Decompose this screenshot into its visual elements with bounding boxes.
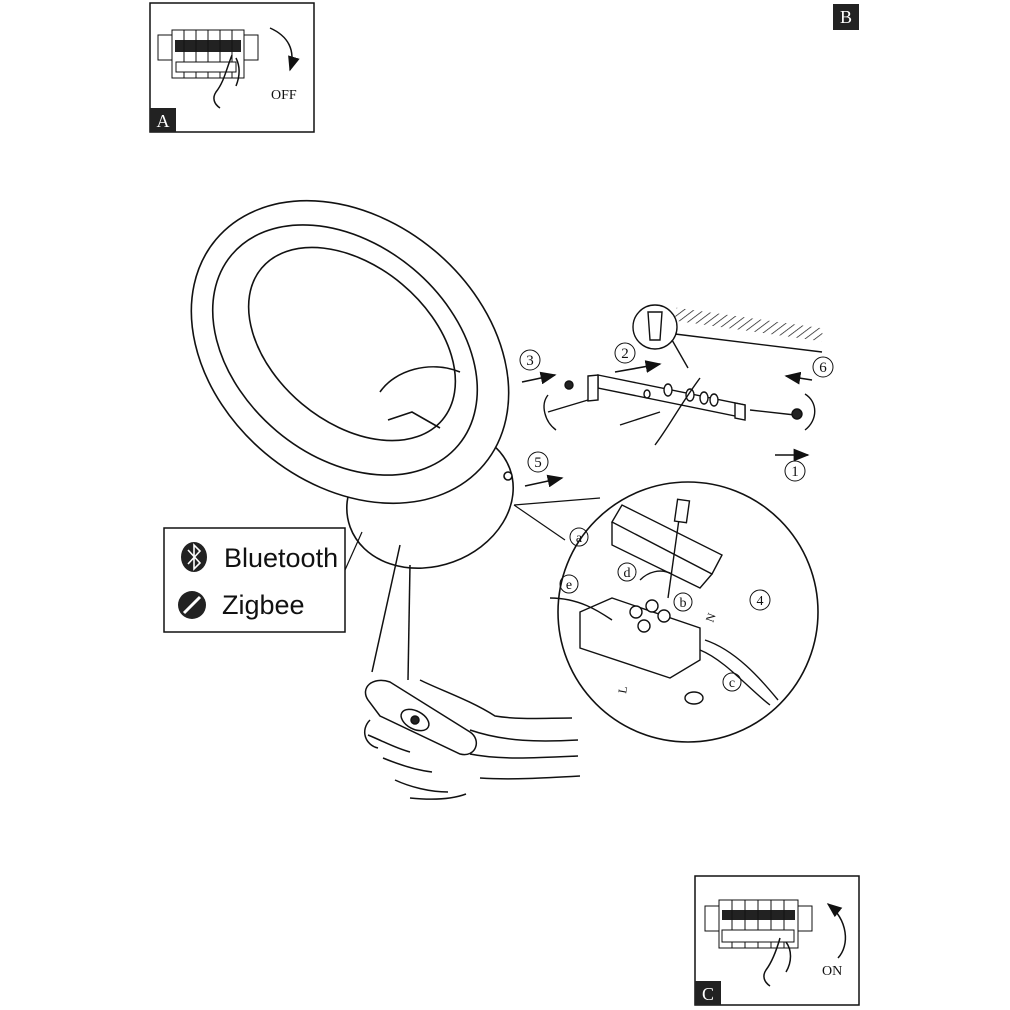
breaker-icon	[704, 899, 813, 949]
step-1-label: 1	[791, 464, 799, 480]
step-6-label: 6	[819, 360, 827, 376]
panel-c-letter: C	[702, 984, 714, 1004]
detail-label-c: c	[729, 676, 735, 691]
detail-circle	[557, 481, 819, 743]
wiring-detail: a b c d e 4 N L	[513, 481, 819, 743]
bluetooth-icon	[181, 542, 207, 572]
switch-up-arrow-icon	[826, 903, 847, 959]
lamp-inner-opening	[247, 246, 457, 442]
step-3-label: 3	[526, 353, 534, 369]
switch-down-arrow-icon	[269, 27, 300, 72]
detail-label-a: a	[576, 531, 583, 546]
step-arrows	[521, 360, 813, 488]
detail-label-d: d	[624, 566, 631, 581]
bluetooth-label: Bluetooth	[224, 543, 338, 573]
zigbee-label: Zigbee	[222, 590, 305, 620]
hand-icon	[213, 54, 240, 109]
panel-b-letter: B	[840, 7, 852, 27]
panel-a-letter: A	[157, 111, 170, 131]
terminal-cover	[611, 504, 723, 575]
detail-label-b: b	[680, 596, 687, 611]
connectivity-legend: Bluetooth Zigbee	[163, 527, 363, 633]
detail-label-l: L	[615, 685, 630, 695]
hand-icon	[763, 937, 792, 987]
step-2-label: 2	[621, 346, 629, 362]
step-5-label: 5	[534, 455, 542, 471]
wall-lamp	[190, 199, 514, 570]
panel-b-marker: B	[833, 4, 859, 30]
off-caption: OFF	[271, 88, 297, 103]
zigbee-icon	[178, 591, 206, 619]
panel-c-breaker-on: ON C	[694, 875, 860, 1006]
detail-label-e: e	[566, 578, 572, 593]
base-screw-hole	[503, 471, 513, 481]
breaker-icon	[157, 29, 259, 79]
panel-a-breaker-off: OFF A	[149, 2, 315, 133]
step-4-label: 4	[757, 594, 764, 609]
mounting-bracket	[543, 304, 824, 446]
screwdriver	[667, 511, 681, 599]
on-caption: ON	[822, 964, 842, 979]
remote-control-hand	[363, 544, 581, 800]
